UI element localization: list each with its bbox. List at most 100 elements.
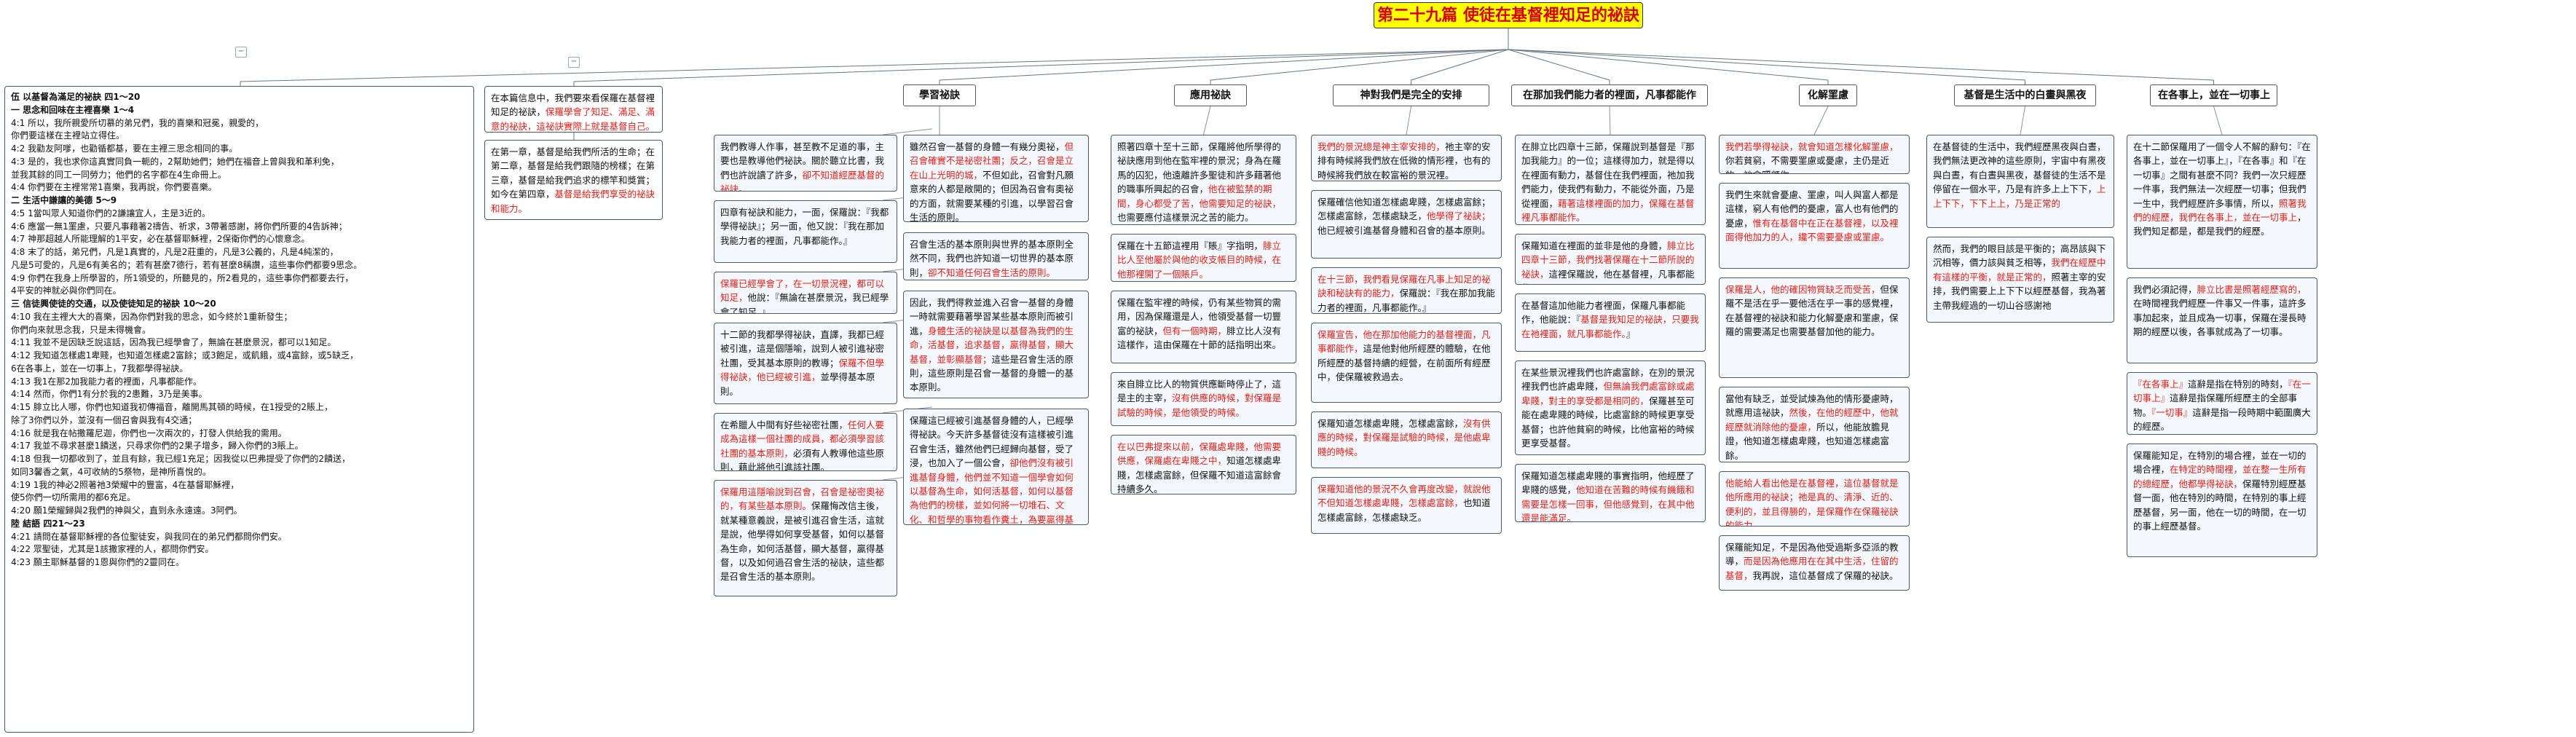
- highlight-text: 我們在經歷中有這樣的平衡，就是正常的，: [1933, 257, 2106, 283]
- outline-line: 一 思念和回味在主裡喜樂 1～4: [11, 104, 135, 115]
- outline-line: 4平安的神就必與你們同在。: [11, 285, 122, 296]
- branch-header[interactable]: 應用祕訣: [1174, 84, 1247, 106]
- connector-line: [882, 128, 933, 135]
- branch-header[interactable]: 基督是生活中的白畫與黑夜: [1954, 84, 2096, 106]
- highlight-text: 保羅宣告，他在那加他能力的基督裡面，凡事都能作，: [1317, 329, 1491, 355]
- branch-note: 保羅宣告，他在那加他能力的基督裡面，凡事都能作，這是他對他所經歷的體驗，在他所經…: [1311, 323, 1502, 403]
- outline-line: 6在各事上，並在一切事上，7我都學得祕訣。: [11, 363, 189, 374]
- outline-line: 三 信徒興使徒的交通，以及使徒知足的祕訣 10～20: [11, 299, 216, 309]
- body-text: 在基督這加他能力者裡面，保羅凡事都能作，他能說：『: [1521, 300, 1686, 326]
- outline-line: 4:11 我並不是因缺乏說這話，因為我已經學會了，無論在甚麼景況，都可以1知足。: [11, 337, 336, 348]
- learning-secret-note: 因此，我們得救並進入召會一基督的身體一時就需要藉著學習某些基本原則而被引進，身體…: [903, 291, 1089, 398]
- outline-line: 4:3 是的，我也求你這真實同負一軛的，2幫助她們；她們在福音上曾與我和革利免，: [11, 156, 339, 167]
- highlight-text: 『在一切事上』: [2133, 379, 2311, 404]
- highlight-text: 照著我們的經歷，我們在各事上，並在一切事上: [2133, 197, 2307, 223]
- outline-line: 4:12 我知道怎樣處1卑賤，也知道怎樣處2富餘；或3飽足，或飢餓，或4富餘，或…: [11, 350, 358, 360]
- body-text: 所以，他能放膽見證，他知道怎樣處卑賤，也知道怎樣處富餘。: [1725, 421, 1890, 461]
- highlight-text: 在十三節，我們看見保羅在凡事上知足的祕訣和秘訣有的能力，: [1317, 274, 1491, 299]
- learning-secret-note: 雖然召會一基督的身體一有幾分奧祕，但召會確實不是祕密社團；反之，召會是立在山上光…: [903, 135, 1089, 222]
- body-text: 你若貧窮，不需要罣慮或憂慮，主仍是近的，祂會照顧你。: [1725, 155, 1890, 173]
- body-text: 保羅說：『我在那加我能力者的裡面，凡事都能作。』: [1317, 288, 1495, 313]
- outline-line: 4:23 願主耶穌基督的1恩與你們的2靈同在。: [11, 557, 185, 567]
- highlight-text: 但召會確實不是祕密社團；反之，召會是立在山上光明的城，: [910, 141, 1074, 181]
- branch-header[interactable]: 化解罣慮: [1799, 84, 1857, 106]
- outline-line: 陸 結語 四21～23: [11, 518, 85, 529]
- branch-note: 在基督徒的生活中，我們經歷黑夜與白晝，我們無法更改神的這些原則，宇宙中有黑夜與白…: [1926, 135, 2114, 228]
- outline-line: 4:8 末了的話，弟兄們，凡是1真實的，凡是2莊重的，凡是3公義的，凡是4純潔的…: [11, 247, 339, 257]
- outline-line: 凡是5可愛的，凡是6有美名的；若有甚麼7德行，若有甚麼8稱讚，這些事你們都要9思…: [11, 259, 363, 270]
- outline-line: 你們要這樣在主裡站立得住。: [11, 130, 125, 141]
- body-text: 在腓立比四章十三節，保羅說到基督是『那加我能力』的一位；這樣得加力，就是得以在裡…: [1521, 141, 1695, 209]
- highlight-text: 惟有在基督中在正在基督裡，以及裡面得他加力的人，纔不需要憂慮或罣慮。: [1725, 217, 1899, 243]
- branch-note: 保羅在十五節這裡用『賬』字指明，腓立比人至他屬於與他的收支帳目的時候，在他那裡開…: [1111, 234, 1296, 282]
- outline-line: 4:21 請問在基督耶穌裡的各位聖徒安，與我同在的弟兄們都問你們安。: [11, 531, 287, 542]
- body-text: 他說：『無論在甚麼景況，我已經學會了知足。』: [720, 292, 889, 314]
- diagram-title: 第二十九篇 使徒在基督裡知足的祕訣: [1374, 2, 1643, 28]
- outline-line: 4:13 我1在那2加我能力者的裡面，凡事都能作。: [11, 376, 202, 387]
- connector-line: [240, 49, 1509, 82]
- body-text: 十二節的我都學得祕訣，直譯，我都已經被引進，這是個隱喻，說到人被引進祕密社團，受…: [720, 329, 885, 368]
- branch-note: 保羅能知足，在特別的場合裡，並在一切的場合裡，在特定的時間裡，並在整一生所有的總…: [2127, 444, 2317, 557]
- highlight-text: 保羅是人，他的確因物質缺乏而受苦，: [1725, 284, 1880, 295]
- learning-secret-note: 保羅已經學會了，在一切景況裡，都可以知足，他說：『無論在甚麼景況，我已經學會了知…: [714, 272, 897, 314]
- outline-line: 並我其餘的同工一同勞力；他們的名字都在4生命冊上。: [11, 169, 227, 180]
- body-text: 因此，我們得救並進入召會一基督的身體一時就需要藉著學習某些基本原則而被引進，: [910, 297, 1074, 336]
- highlight-text: 腓立比四章十三節，我們找著保羅在十二節所說的祕訣，: [1521, 240, 1695, 280]
- body-text: 雖然召會一基督的身體一有幾分奧祕，: [910, 141, 1065, 152]
- outline-line: 4:2 我勸友阿嗲，也勸循都基，要在主裡三思念相同的事。: [11, 143, 238, 154]
- connector-line: [939, 49, 1509, 81]
- branch-note: 在基督這加他能力者裡面，保羅凡事都能作，他能說：『基督是我知足的祕訣，只要我在祂…: [1515, 293, 1706, 352]
- collapse-toggle-icon[interactable]: −: [568, 57, 580, 68]
- branch-header[interactable]: 在那加我們能力者的裡面，凡事都能作: [1511, 84, 1708, 106]
- outline-line: 除了3你們以外，並沒有一個召會與我有4交通；: [11, 414, 197, 425]
- branch-header[interactable]: 在各事上，並在一切事上: [2150, 84, 2277, 106]
- branch-note: 保羅知道怎樣處卑賤，怎樣處富餘，沒有供應的時候，對保羅是試驗的時候，是他處卑賤的…: [1311, 411, 1502, 468]
- branch-note: 保羅能知足，不是因為他受過斯多亞派的教導，而是因為他應用在在其中生活，住留的基督…: [1719, 535, 1910, 591]
- learning-secret-note: 保羅這已經被引進基督身體的人，已經學得祕訣。今天許多基督徒沒有這樣被引進召會生活…: [903, 409, 1089, 525]
- body-text: 祂主宰的安排有時候將我們放在低微的情形裡，也有的時候將我們放在較富裕的景況裡。: [1317, 141, 1491, 181]
- branch-note: 在以巴弗提來以前，保羅處卑賤，他需要供應，保羅處在卑賤之中，知道怎樣處卑賤，怎樣…: [1111, 435, 1296, 494]
- outline-line: 4:1 所以，我所親愛所切慕的弟兄們，我的喜樂和冠冕，親愛的，: [11, 117, 264, 128]
- body-text: 在時間裡我們經歷一件事又一件事，這許多事加起來，並且成為一切事，保羅在漫長時期的…: [2133, 298, 2307, 338]
- intro-box-chapters: 在第一章，基督是給我們所活的生命；在第二章，基督是給我們跟隨的榜樣；在第三章，基…: [484, 140, 663, 220]
- body-text: 保羅確信他知道怎樣處卑賤，怎樣處富餘；怎樣處富餘，怎樣處缺乏，: [1317, 197, 1491, 222]
- highlight-text: 卻不知道任何召會生活的原則。: [928, 267, 1056, 278]
- body-text: 召會生活的基本原則與世界的基本原則全然不同，我們也許知道一切世界的基本原則，: [910, 239, 1074, 278]
- body-text: 在本篇信息中，我們要來看保羅在基督裡知足的祕訣，: [491, 92, 655, 118]
- body-text: 保羅知道怎樣處卑賤，怎樣處富餘，: [1317, 418, 1464, 429]
- highlight-text: 他知道在苦難的時候有饑餓和需要是怎樣一回事，但他感覺到，在其中他還是能滿足。: [1521, 484, 1695, 522]
- learning-secret-note: 十二節的我都學得祕訣，直譯，我都已經被引進，這是個隱喻，說到人被引進祕密社團，受…: [714, 323, 897, 404]
- outline-line: 4:15 腓立比人哪，你們也知道我初傳福音，離開馬其頓的時候，在1授受的2賬上，: [11, 402, 334, 412]
- highlight-text: 我們的景況總是神主宰安排的，: [1317, 141, 1446, 152]
- connector-line: [1210, 49, 1509, 81]
- connector-line: [1508, 49, 2025, 81]
- highlight-text: 卻他們沒有被引進基督身體，他們並不知道一個學會如何以基督為生命，如何活基督，如何…: [910, 457, 1074, 525]
- highlight-text: 『在各事上』: [2133, 379, 2189, 390]
- collapse-toggle-icon[interactable]: −: [235, 47, 247, 58]
- highlight-text: 基督是給我們享受的祕訣和能力。: [491, 189, 655, 214]
- highlight-text: 但有一個時期，: [1162, 325, 1227, 336]
- highlight-text: 任何人要成為這樣一個社團的成員，都必須學習該社團的基本原則，: [720, 419, 885, 459]
- branch-note: 保羅知道怎樣處卑賤的事實指明，他經歷了卑賤的感覺，他知道在苦難的時候有饑餓和需要…: [1515, 464, 1706, 522]
- body-text: 這辭是指一段時期中範圍廣大的經歷。: [2133, 406, 2311, 433]
- branch-header[interactable]: 學習祕訣: [903, 84, 976, 106]
- connector-line: [1406, 106, 1411, 135]
- body-text: 保羅這已經被引進基督身體的人，已經學得祕訣。今天許多基督徒沒有這樣被引進召會生活…: [910, 415, 1074, 469]
- body-text: 保羅在十五節這裡用『賬』字指明，: [1117, 240, 1264, 251]
- branch-header[interactable]: 神對我們是完全的安排: [1333, 84, 1489, 106]
- highlight-text: 上上下下，下下上上，乃是正常的: [1933, 184, 2106, 209]
- body-text: 這裡保羅說，他在基督裡，凡事都能作。: [1521, 268, 1695, 284]
- connector-line: [1203, 106, 1211, 135]
- highlight-text: 保羅不但學得祕訣，他已經被引進，: [720, 357, 885, 383]
- learning-secret-note: 召會生活的基本原則與世界的基本原則全然不同，我們也許知道一切世界的基本原則，卻不…: [903, 232, 1089, 280]
- body-text: 保羅能知足，在特別的場合裡，並在一切的場合裡，: [2133, 450, 2307, 476]
- outline-line: 4:4 你們要在主裡常常1喜樂，我再說，你們要喜樂。: [11, 182, 217, 193]
- highlight-text: 身體生活的祕訣是以基督為我們的生命，活基督，追求基督，贏得基督，顯大基督，並彰顯…: [910, 325, 1074, 365]
- highlight-text: 我們若學得祕訣，就會知道怎樣化解罣慮，: [1725, 141, 1899, 152]
- body-text: 我們必須記得，: [2133, 284, 2197, 295]
- branch-note: 保羅是人，他的確因物質缺乏而受苦，但保羅不是活在乎一要他活在乎一事的感覺裡，在基…: [1719, 277, 1910, 378]
- branch-note: 然而，我們的眼目該是平衡的；高昂該與下沉相等，價力該與貧乏相等，我們在經歷中有這…: [1926, 237, 2114, 323]
- highlight-text: 在特定的時間裡，並在整一生所有的總經歷，他都學得祕訣，: [2133, 464, 2307, 489]
- outline-line: 4:10 我在主裡大大的喜樂，因為你們對我的思念，如今終於1重新發生；: [11, 311, 293, 322]
- outline-line: 4:17 我並不尋求甚麼1饋送，只尋求你們的2果子增多，歸入你們的3賬上。: [11, 441, 304, 452]
